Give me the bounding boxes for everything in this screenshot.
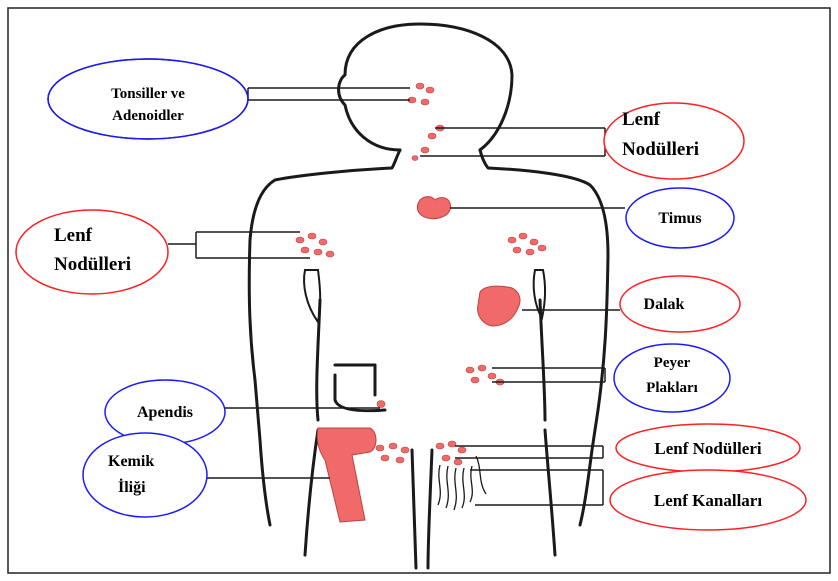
thymus-label: Timus [658,210,701,227]
arm-lymph-ellipse [16,210,168,294]
bone-marrow-label-line2: İliği [118,477,146,496]
tonsils-label-line1: Tonsiller ve [111,86,185,102]
lymph-vessels [438,456,486,510]
tonsils-label-line2: Adenoidler [112,108,184,124]
thymus-organ [417,197,450,219]
body-outline [249,24,608,568]
right-axilla-outline [534,270,545,318]
groin-lymph-label: Lenf Nodülleri [654,439,761,458]
appendix-label: Apendis [137,404,193,421]
peyer-label-line1: Peyer [654,355,691,371]
lymph-vessels-label: Lenf Kanalları [654,491,762,510]
neck-lymph-label-line1: Lenf [622,109,661,130]
peyer-label-line2: Plakları [646,380,698,396]
spleen-organ [478,286,520,326]
neck-lymph-label-line2: Nodülleri [622,139,699,160]
arm-lymph-label-line2: Nodülleri [54,254,131,275]
left-axilla-outline [304,270,320,322]
bone-marrow-label-line1: Kemik [108,453,154,470]
spleen-label: Dalak [644,296,685,313]
arm-lymph-label-line1: Lenf [54,225,93,246]
bone-marrow-organ [317,428,376,522]
bone-marrow-ellipse [83,433,207,517]
